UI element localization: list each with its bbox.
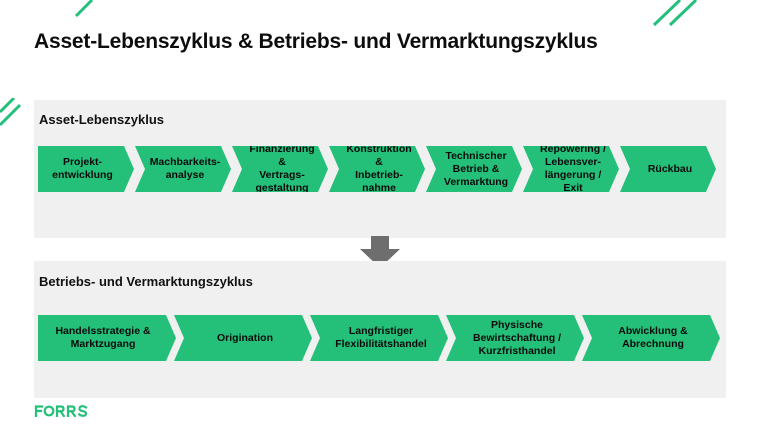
down-arrow-icon: [360, 236, 400, 268]
ops-step-trading-strategy: Handelsstrategie & Marktzugang: [38, 315, 176, 361]
asset-step-feasibility-analysis: Machbarkeits- analyse: [135, 146, 231, 192]
asset-step-financing-contracts: Finanzierung & Vertrags- gestaltung: [232, 146, 328, 192]
top-left-decor-stripes: [74, 0, 94, 18]
top-right-decor-stripes: [652, 0, 698, 27]
left-edge-decor-stripes: [0, 98, 22, 127]
asset-step-decommissioning: Rückbau: [620, 146, 716, 192]
ops-step-origination: Origination: [174, 315, 312, 361]
ops-step-physical-management: Physische Bewirtschaftung / Kurzfristhan…: [446, 315, 584, 361]
asset-step-technical-operation: Technischer Betrieb & Vermarktung: [426, 146, 522, 192]
page-title: Asset-Lebenszyklus & Betriebs- und Verma…: [34, 30, 598, 53]
ops-step-settlement-billing: Abwicklung & Abrechnung: [582, 315, 720, 361]
asset-step-construction-commissioning: Konstruktion & Inbetrieb- nahme: [329, 146, 425, 192]
operations-cycle-title: Betriebs- und Vermarktungszyklus: [39, 274, 253, 289]
forrs-logo: [34, 405, 88, 417]
asset-step-repowering-exit: Repowering / Lebensver- längerung / Exit: [523, 146, 619, 192]
asset-step-project-development: Projekt- entwicklung: [38, 146, 134, 192]
asset-lifecycle-title: Asset-Lebenszyklus: [39, 112, 164, 127]
ops-step-long-term-flex-trading: Langfristiger Flexibilitätshandel: [310, 315, 448, 361]
